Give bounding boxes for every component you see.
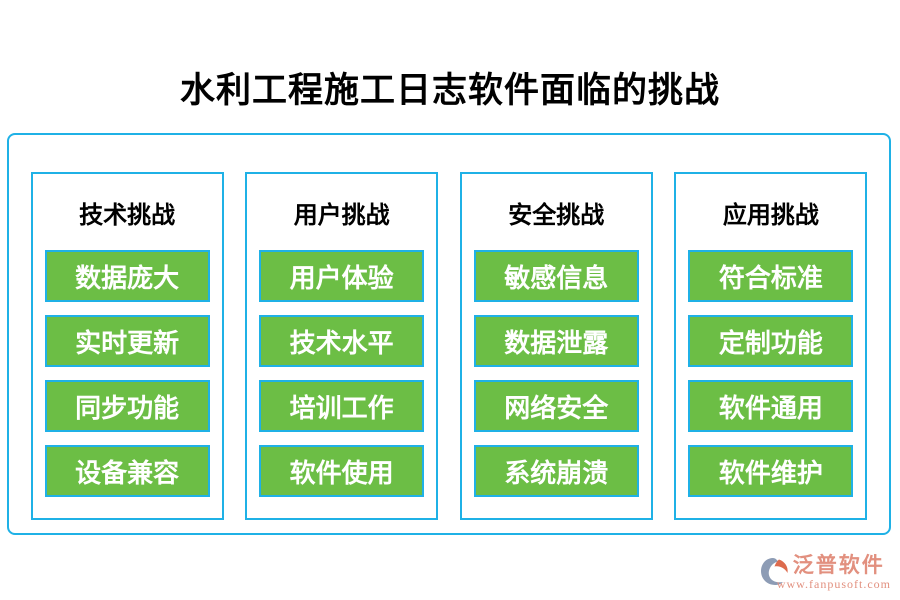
- challenge-item[interactable]: 软件通用: [688, 380, 854, 432]
- challenge-item[interactable]: 敏感信息: [473, 250, 639, 302]
- column-header: 应用挑战: [722, 202, 819, 229]
- challenge-item[interactable]: 符合标准: [688, 250, 854, 302]
- challenge-item[interactable]: 网络安全: [473, 380, 639, 432]
- challenge-item[interactable]: 软件使用: [259, 445, 425, 497]
- column-header: 用户挑战: [293, 202, 390, 229]
- challenge-item[interactable]: 数据庞大: [44, 250, 210, 302]
- challenge-item[interactable]: 数据泄露: [473, 315, 639, 367]
- challenge-item[interactable]: 设备兼容: [44, 445, 210, 497]
- challenge-item[interactable]: 同步功能: [44, 380, 210, 432]
- brand-text-block: 泛普软件 www.fanpusoft.com: [777, 553, 891, 593]
- column-application-challenges: 应用挑战 符合标准 定制功能 软件通用 软件维护: [674, 172, 868, 520]
- challenges-panel: 技术挑战 数据庞大 实时更新 同步功能 设备兼容 用户挑战 用户体验 技术水平 …: [7, 133, 891, 535]
- challenge-item[interactable]: 技术水平: [259, 315, 425, 367]
- challenge-item[interactable]: 软件维护: [688, 445, 854, 497]
- brand-url-link[interactable]: www.fanpusoft.com: [776, 577, 891, 592]
- challenge-item[interactable]: 系统崩溃: [473, 445, 639, 497]
- fanpu-logo-icon: [758, 553, 790, 591]
- footer-brand: 泛普软件 www.fanpusoft.com: [758, 553, 891, 593]
- column-items: 用户体验 技术水平 培训工作 软件使用: [247, 250, 436, 497]
- challenge-item[interactable]: 实时更新: [44, 315, 210, 367]
- column-tech-challenges: 技术挑战 数据庞大 实时更新 同步功能 设备兼容: [30, 172, 224, 520]
- column-user-challenges: 用户挑战 用户体验 技术水平 培训工作 软件使用: [245, 172, 439, 520]
- challenge-item[interactable]: 定制功能: [688, 315, 854, 367]
- column-items: 敏感信息 数据泄露 网络安全 系统崩溃: [462, 250, 651, 497]
- challenge-item[interactable]: 培训工作: [259, 380, 425, 432]
- column-items: 数据庞大 实时更新 同步功能 设备兼容: [33, 250, 222, 497]
- page-title: 水利工程施工日志软件面临的挑战: [179, 71, 720, 110]
- column-header: 技术挑战: [79, 202, 176, 229]
- brand-name: 泛普软件: [792, 553, 885, 578]
- column-security-challenges: 安全挑战 敏感信息 数据泄露 网络安全 系统崩溃: [459, 172, 653, 520]
- column-items: 符合标准 定制功能 软件通用 软件维护: [676, 250, 865, 497]
- challenge-item[interactable]: 用户体验: [259, 250, 425, 302]
- column-header: 安全挑战: [508, 202, 605, 229]
